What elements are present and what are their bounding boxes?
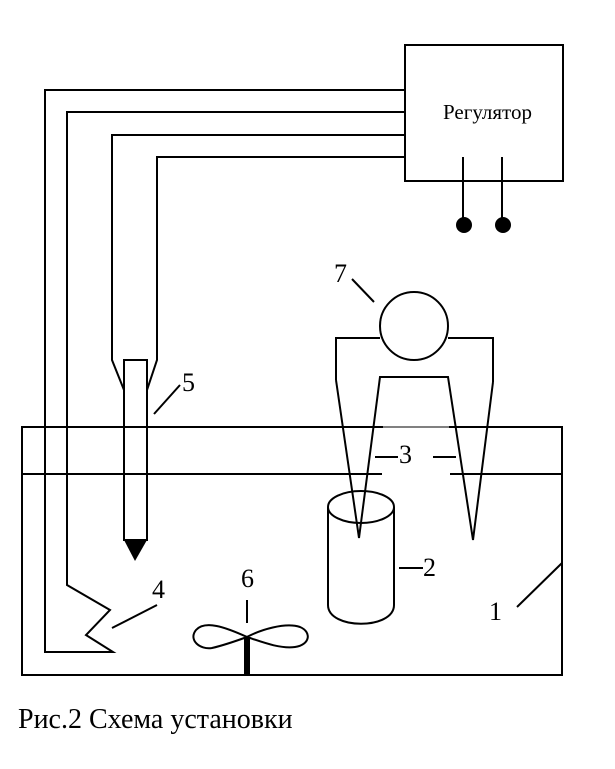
figure-caption: Рис.2 Схема установки: [18, 704, 293, 735]
leader-5: [153, 384, 181, 415]
label-7: 7: [334, 259, 347, 288]
vessel-top: [327, 490, 395, 524]
heater-wire-outer: [44, 89, 405, 653]
label-4: 4: [152, 575, 165, 604]
stirrer-blades: [192, 624, 309, 650]
thermometer: [123, 359, 148, 541]
label-6: 6: [241, 564, 254, 593]
label-2: 2: [423, 553, 436, 582]
regulator-terminal-left: [456, 217, 472, 233]
meter-7: [379, 291, 449, 361]
thermometer-tip: [124, 540, 147, 561]
leader-1: [516, 562, 563, 608]
meter-left-lead: [335, 337, 380, 380]
thermometer-wire-2: [146, 156, 405, 391]
label-1: 1: [489, 597, 502, 626]
bath: [21, 426, 563, 676]
regulator-label: Регулятор: [443, 100, 532, 124]
label-3: 3: [399, 440, 412, 469]
leader-7: [351, 278, 375, 303]
thermometer-wire: [111, 134, 405, 391]
meter-right-lead: [448, 337, 494, 382]
electrode-left: [335, 376, 494, 541]
vessel: [327, 507, 395, 625]
label-5: 5: [182, 368, 195, 397]
leader-4: [111, 604, 158, 629]
regulator-terminal-right: [495, 217, 511, 233]
